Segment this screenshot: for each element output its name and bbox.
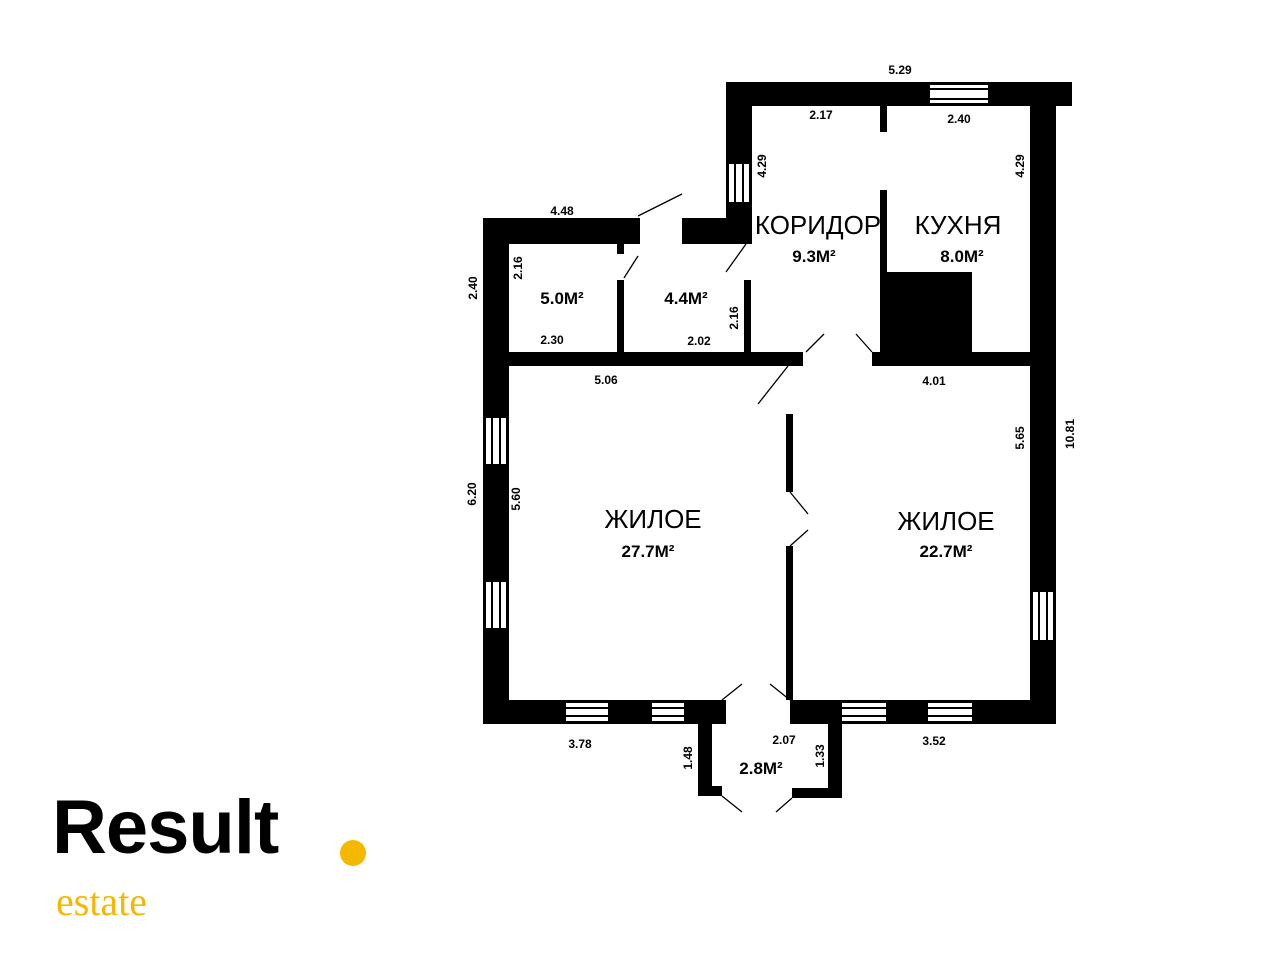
wall-vest-right: [828, 700, 842, 798]
window: [729, 164, 749, 202]
door-swing: [775, 797, 793, 813]
window: [1033, 592, 1053, 640]
door-swing: [805, 333, 825, 353]
dimension-label: 1.48: [681, 746, 695, 770]
window: [566, 703, 608, 721]
dimension-label: 2.02: [687, 334, 711, 348]
wall-corridor-stub: [682, 218, 752, 244]
door-swing: [721, 683, 743, 701]
window: [486, 582, 506, 628]
windows: [486, 85, 1053, 721]
door-swing: [757, 365, 789, 405]
wall-living-2: [786, 546, 793, 700]
door-swing: [637, 193, 683, 217]
dimension-label: 2.40: [466, 276, 480, 300]
window: [928, 703, 972, 721]
dimension-label: 5.65: [1013, 426, 1027, 450]
wall-top: [726, 82, 1072, 106]
dimension-label: 2.17: [809, 108, 833, 122]
door-swing: [721, 795, 743, 813]
wall-stub-1: [617, 244, 624, 254]
dimension-label: 4.01: [922, 374, 946, 388]
room-name: КУХНЯ: [915, 210, 1002, 240]
dimension-label: 3.52: [922, 734, 946, 748]
wall-left: [483, 218, 509, 724]
dimension-label: 5.29: [888, 63, 912, 77]
room-name: КОРИДОР: [755, 210, 881, 240]
room-area: 5.0М²: [540, 289, 584, 308]
dimension-label: 4.48: [550, 204, 574, 218]
room-name: ЖИЛОЕ: [897, 506, 994, 536]
dimension-labels: 5.29 2.17 2.40 4.29 4.29 4.48 2.16 2.40 …: [465, 63, 1077, 770]
dimension-label: 2.30: [540, 333, 564, 347]
dimension-label: 2.16: [727, 306, 741, 330]
window: [842, 703, 886, 721]
room-area: 9.3М²: [792, 247, 836, 266]
room-area: 8.0М²: [940, 247, 984, 266]
door-swing: [623, 255, 639, 279]
dimension-label: 1.33: [813, 744, 827, 768]
wall-vest-right-bottom: [792, 788, 842, 798]
wall-partition-1: [617, 280, 624, 352]
wall-mid-right: [872, 352, 1056, 366]
door-swings: [623, 193, 873, 813]
stove-block: [880, 272, 972, 352]
door-swing: [789, 491, 809, 515]
logo-subtitle: estate: [56, 879, 148, 924]
dimension-label: 2.07: [772, 733, 796, 747]
door-swing: [855, 333, 873, 353]
dimension-label: 4.29: [1013, 154, 1027, 178]
door-swing: [725, 243, 747, 273]
room-name: ЖИЛОЕ: [604, 504, 701, 534]
wall-living-1: [786, 414, 793, 492]
window: [652, 703, 684, 721]
walls: [483, 82, 1072, 798]
dimension-label: 2.40: [947, 112, 971, 126]
door-swing: [769, 683, 791, 701]
logo-dot: [340, 840, 366, 866]
dimension-label: 3.78: [568, 737, 592, 751]
room-labels: КОРИДОР 9.3М² КУХНЯ 8.0М² 5.0М² 4.4М² ЖИ…: [540, 210, 1001, 778]
door-swing: [789, 529, 809, 547]
wall-vest-left-bottom: [698, 786, 722, 796]
wall-kitchen-left: [880, 190, 887, 352]
wall-partition-2: [744, 280, 751, 352]
dimension-label: 5.06: [594, 373, 618, 387]
result-estate-logo: Result estate: [52, 790, 382, 940]
window: [486, 418, 506, 464]
dimension-label: 4.29: [755, 154, 769, 178]
logo-wordmark: Result: [52, 785, 279, 870]
dimension-label: 10.81: [1063, 419, 1077, 449]
dimension-label: 2.16: [511, 256, 525, 280]
dimension-label: 6.20: [465, 482, 479, 506]
wall-corridor-left: [726, 82, 752, 244]
room-area: 2.8М²: [739, 759, 783, 778]
wall-kitchen-top: [880, 106, 887, 132]
window: [930, 85, 988, 103]
wall-vest-left-corner: [698, 700, 726, 724]
dimension-label: 5.60: [509, 487, 523, 511]
wall-mid-left: [483, 352, 803, 366]
room-area: 27.7М²: [622, 542, 675, 561]
wall-left-top: [483, 218, 640, 244]
room-area: 22.7М²: [920, 542, 973, 561]
room-area: 4.4М²: [664, 289, 708, 308]
